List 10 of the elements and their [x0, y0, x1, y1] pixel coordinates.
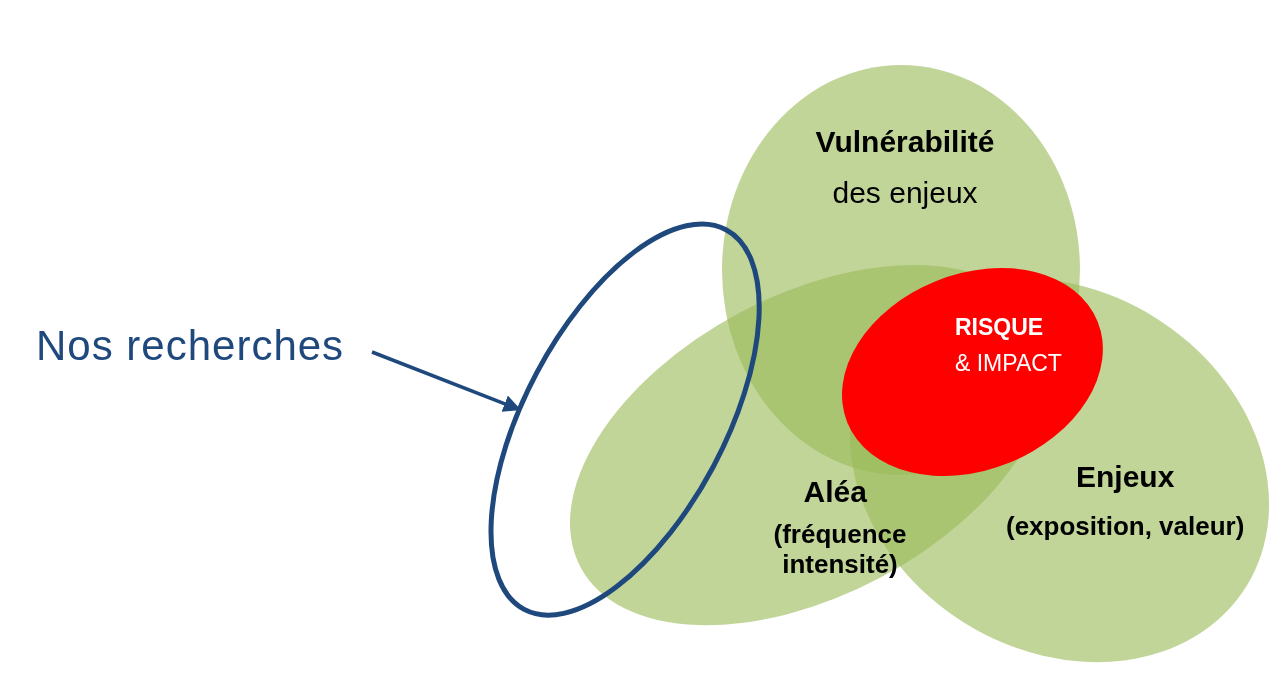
ellipse-heading: Vulnérabilité: [815, 125, 995, 160]
ellipse-subtext: des enjeux: [832, 176, 978, 211]
ellipse-subtext: & IMPACT: [955, 350, 1062, 377]
ellipse-heading: RISQUE: [955, 314, 1044, 341]
ellipse-subtext: (exposition, valeur): [1006, 512, 1245, 542]
arrow: [371, 350, 521, 412]
ellipse-subtext: (fréquence intensité): [772, 520, 908, 580]
ellipse-heading: Aléa: [803, 475, 867, 510]
ellipse-heading: Enjeux: [1076, 460, 1175, 495]
text-label: Nos recherches: [36, 322, 345, 371]
